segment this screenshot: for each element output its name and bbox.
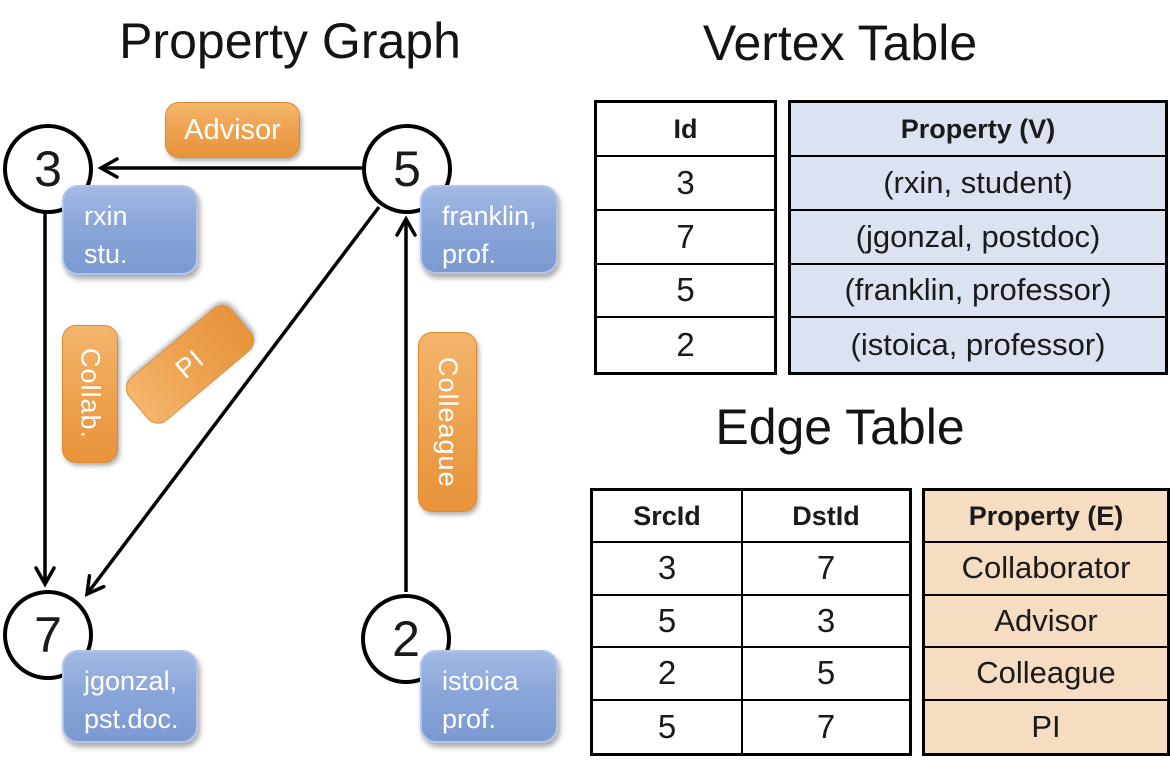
- graph-node-5: 5: [362, 124, 452, 214]
- edge-table-property-column: Property (E) Collaborator Advisor Collea…: [922, 488, 1170, 756]
- vertex-property-line: prof.: [442, 239, 497, 270]
- vertex-table-id-cell: 7: [597, 211, 774, 265]
- edge-table-header-srcid: SrcId: [593, 491, 743, 543]
- edge-table-dst-cell: 7: [743, 543, 909, 596]
- vertex-property-line: pst.doc.: [84, 704, 179, 735]
- edge-table-property-cell: Advisor: [925, 595, 1167, 648]
- property-graph-title: Property Graph: [119, 13, 461, 69]
- edge-table-property-cell: Collaborator: [925, 543, 1167, 596]
- vertex-property-box-3: rxin stu.: [62, 185, 198, 275]
- edge-table-property-cell: Colleague: [925, 648, 1167, 701]
- node-2-label: 2: [392, 611, 420, 667]
- vertex-table-property-cell: (rxin, student): [791, 157, 1165, 211]
- vertex-property-line: istoica: [442, 666, 519, 696]
- edge-table-title: Edge Table: [715, 399, 965, 455]
- vertex-table-id-cell: 5: [597, 265, 774, 319]
- edge-table-header-property: Property (E): [925, 491, 1167, 543]
- edge-table-header-dstid: DstId: [743, 491, 909, 543]
- edge-table-dst-cell: 3: [743, 596, 909, 648]
- edge-table-src-cell: 5: [593, 700, 743, 753]
- graph-node-2: 2: [361, 594, 451, 684]
- vertex-property-box-2: istoica prof.: [420, 650, 558, 743]
- edge-label-colleague: Colleague: [418, 332, 477, 512]
- vertex-property-line: stu.: [84, 239, 128, 270]
- edge-table-property-cell: PI: [925, 700, 1167, 753]
- vertex-table-id-column: Id 3 7 5 2: [594, 100, 777, 375]
- vertex-table-id-cell: 2: [676, 326, 695, 364]
- edge-line-pi-5-to-7: [84, 205, 381, 597]
- vertex-table-property-cell: (franklin, professor): [791, 264, 1165, 319]
- vertex-table-header-id: Id: [597, 103, 774, 157]
- edge-table-src-cell: 3: [593, 543, 743, 596]
- node-3-label: 3: [34, 141, 62, 197]
- vertex-property-line: prof.: [442, 704, 497, 735]
- edge-table-src-cell: 5: [593, 595, 743, 648]
- edge-table-dst-cell: 5: [743, 648, 909, 701]
- node-5-label: 5: [393, 141, 421, 197]
- vertex-table-header-property: Property (V): [791, 103, 1165, 157]
- vertex-table-property-column: Property (V) (rxin, student) (jgonzal, p…: [788, 100, 1168, 375]
- node-7-label: 7: [34, 607, 62, 663]
- vertex-property-line: franklin,: [442, 201, 537, 231]
- edge-table-src-dst-columns: SrcId DstId 3 7 5 3 2 5 5 7: [590, 488, 912, 756]
- vertex-property-line: jgonzal,: [84, 666, 178, 696]
- edge-table-dst-cell: 7: [816, 707, 836, 745]
- edge-label-advisor: Advisor: [165, 102, 300, 158]
- vertex-property-box-7: jgonzal, pst.doc.: [62, 650, 198, 743]
- vertex-table-title: Vertex Table: [702, 15, 978, 71]
- vertex-property-box-5: franklin, prof.: [420, 185, 558, 274]
- vertex-table-property-cell: (jgonzal, postdoc): [791, 210, 1165, 265]
- vertex-property-line: rxin: [84, 201, 128, 231]
- edge-table-src-cell: 2: [593, 648, 743, 701]
- vertex-table-property-cell: (istoica, professor): [791, 318, 1165, 372]
- vertex-table-id-cell: 3: [597, 157, 774, 211]
- edge-label-collab: Collab.: [62, 325, 118, 463]
